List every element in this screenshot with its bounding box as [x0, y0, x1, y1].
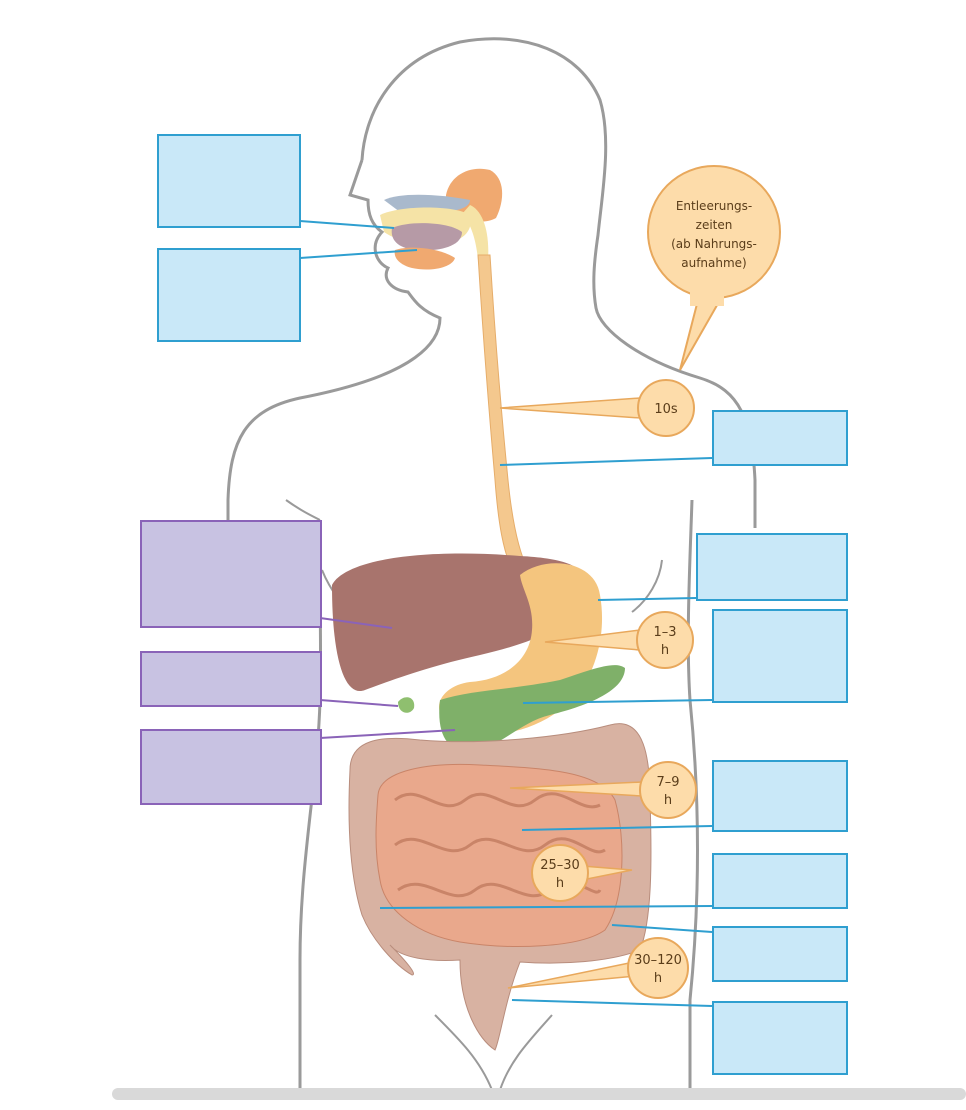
label-box-appendix[interactable]	[712, 926, 848, 982]
bubble-main-line-2: zeiten	[696, 218, 733, 232]
label-box-duodenum[interactable]	[712, 609, 848, 703]
bubble-small-intestine	[509, 761, 697, 819]
liver	[332, 553, 585, 692]
gallbladder	[398, 697, 415, 713]
emptying-times-bubble	[647, 165, 781, 371]
horizontal-scrollbar[interactable]	[112, 1088, 966, 1100]
leg-line-left	[434, 1014, 493, 1091]
label-box-gallbladder[interactable]	[140, 651, 322, 707]
bubble-esophagus-time: 10s	[654, 402, 678, 417]
body-outline	[226, 37, 757, 528]
pancreas	[439, 665, 625, 752]
label-box-liver[interactable]	[140, 520, 322, 628]
leg-line-right	[499, 1014, 553, 1091]
bubble-stomach-time: 1–3	[653, 625, 676, 640]
waist-curve-left	[285, 499, 321, 521]
nasal-cavity	[384, 194, 470, 213]
label-box-stomach[interactable]	[696, 533, 848, 601]
esophagus	[477, 254, 529, 576]
label-box-mouth[interactable]	[157, 134, 301, 228]
label-box-small-intestine[interactable]	[712, 760, 848, 832]
bubble-small-intestine-time: 7–9	[656, 775, 679, 790]
bubble-main-line-4: aufnahme)	[681, 256, 747, 270]
bubble-rectum-time: 30–120	[634, 953, 682, 968]
bubble-colon	[531, 844, 633, 902]
label-box-esophagus[interactable]	[712, 410, 848, 466]
label-box-pancreas[interactable]	[140, 729, 322, 805]
bubble-stomach-unit: h	[661, 643, 669, 658]
bubble-main-line-1: Entleerungs-	[676, 199, 752, 213]
purple-leader-lines	[319, 617, 456, 739]
label-box-colon[interactable]	[712, 853, 848, 909]
bubble-rectum-unit: h	[654, 971, 662, 986]
bubble-esophagus	[499, 379, 695, 437]
bubble-small-intestine-unit: h	[664, 793, 672, 808]
tongue	[391, 223, 462, 251]
label-box-rectum[interactable]	[712, 1001, 848, 1075]
bubble-stomach	[544, 611, 694, 669]
bubble-colon-unit: h	[556, 876, 564, 891]
bubble-rectum	[507, 937, 689, 999]
rib-line-right	[631, 559, 663, 613]
label-box-tongue[interactable]	[157, 248, 301, 342]
torso-right-side	[686, 499, 699, 1090]
bubble-colon-time: 25–30	[540, 858, 580, 873]
pharynx	[462, 205, 489, 260]
bubble-main-line-3: (ab Nahrungs-	[671, 237, 757, 251]
blue-leader-lines	[299, 220, 713, 1007]
salivary-gland-lower	[394, 247, 455, 270]
